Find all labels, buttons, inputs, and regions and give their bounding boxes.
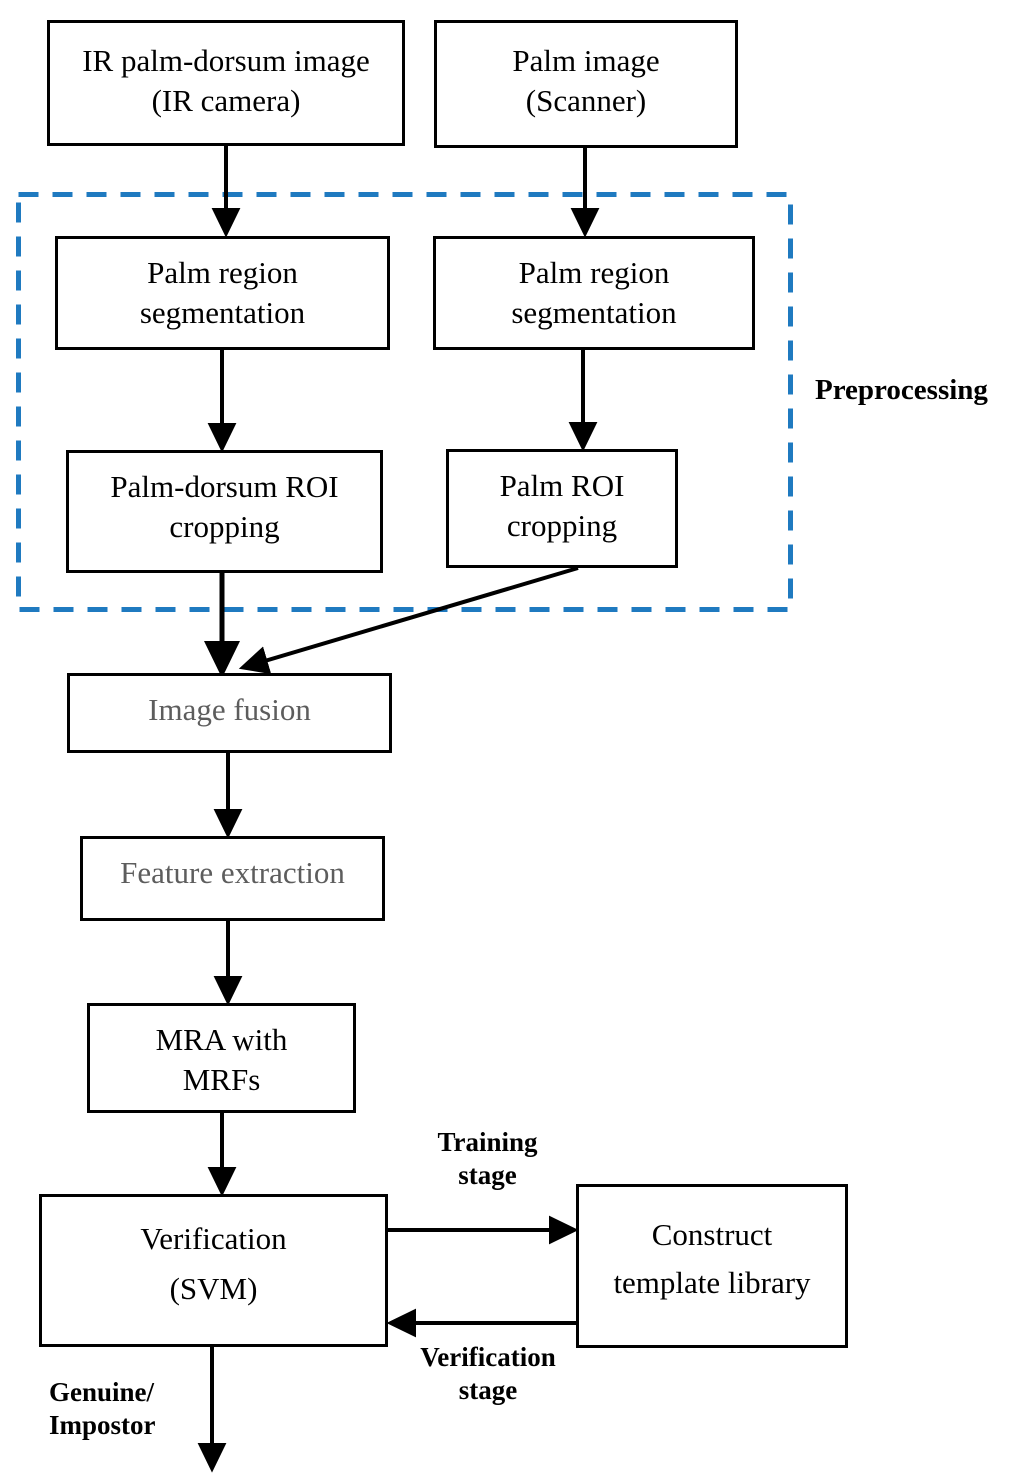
node-image-fusion[interactable]: Image fusion: [67, 673, 392, 753]
node-line: Image fusion: [148, 692, 311, 727]
label-training-stage: Training stage: [437, 1127, 538, 1190]
node-line: Palm-dorsum ROI: [110, 469, 339, 504]
node-line: Palm region: [147, 255, 298, 290]
preprocessing-group-box: [16, 192, 793, 612]
node-palm-region-segmentation-left[interactable]: Palm region segmentation: [55, 236, 390, 350]
node-line: cropping: [169, 509, 280, 545]
node-palm-roi-cropping[interactable]: Palm ROI cropping: [446, 449, 678, 568]
node-line: MRFs: [182, 1062, 261, 1098]
label-genuine-impostor: Genuine/ Impostor: [49, 1377, 156, 1440]
node-line: segmentation: [139, 295, 306, 331]
node-line: IR palm-dorsum image: [82, 43, 370, 78]
preprocessing-group-label: Preprocessing: [815, 374, 988, 406]
node-line: segmentation: [511, 295, 677, 331]
node-line: (SVM): [169, 1271, 258, 1307]
node-line: Construct: [651, 1217, 773, 1252]
node-palm-region-segmentation-right[interactable]: Palm region segmentation: [433, 236, 755, 350]
node-line: Verification: [140, 1221, 287, 1256]
node-line: (IR camera): [151, 83, 301, 119]
node-feature-extraction[interactable]: Feature extraction: [80, 836, 385, 921]
node-mra-with-mrfs[interactable]: MRA with MRFs: [87, 1003, 356, 1113]
node-line: Feature extraction: [120, 855, 345, 890]
connector-palm-roi-to-fusion: [238, 566, 579, 675]
node-line: template library: [613, 1265, 811, 1301]
node-palm-dorsum-roi-cropping[interactable]: Palm-dorsum ROI cropping: [66, 450, 383, 573]
label-verification-stage: Verification stage: [420, 1342, 556, 1405]
node-verification-svm[interactable]: Verification (SVM): [39, 1194, 388, 1347]
node-line: Palm region: [518, 255, 670, 290]
node-palm-image[interactable]: Palm image (Scanner): [434, 20, 738, 148]
node-ir-palm-dorsum-image[interactable]: IR palm-dorsum image (IR camera): [47, 20, 405, 146]
node-line: Palm ROI: [499, 468, 625, 503]
node-line: (Scanner): [525, 83, 647, 119]
node-line: cropping: [506, 508, 618, 544]
node-construct-template-library[interactable]: Construct template library: [576, 1184, 848, 1348]
node-line: MRA with: [155, 1022, 288, 1057]
node-line: Palm image: [512, 43, 660, 78]
